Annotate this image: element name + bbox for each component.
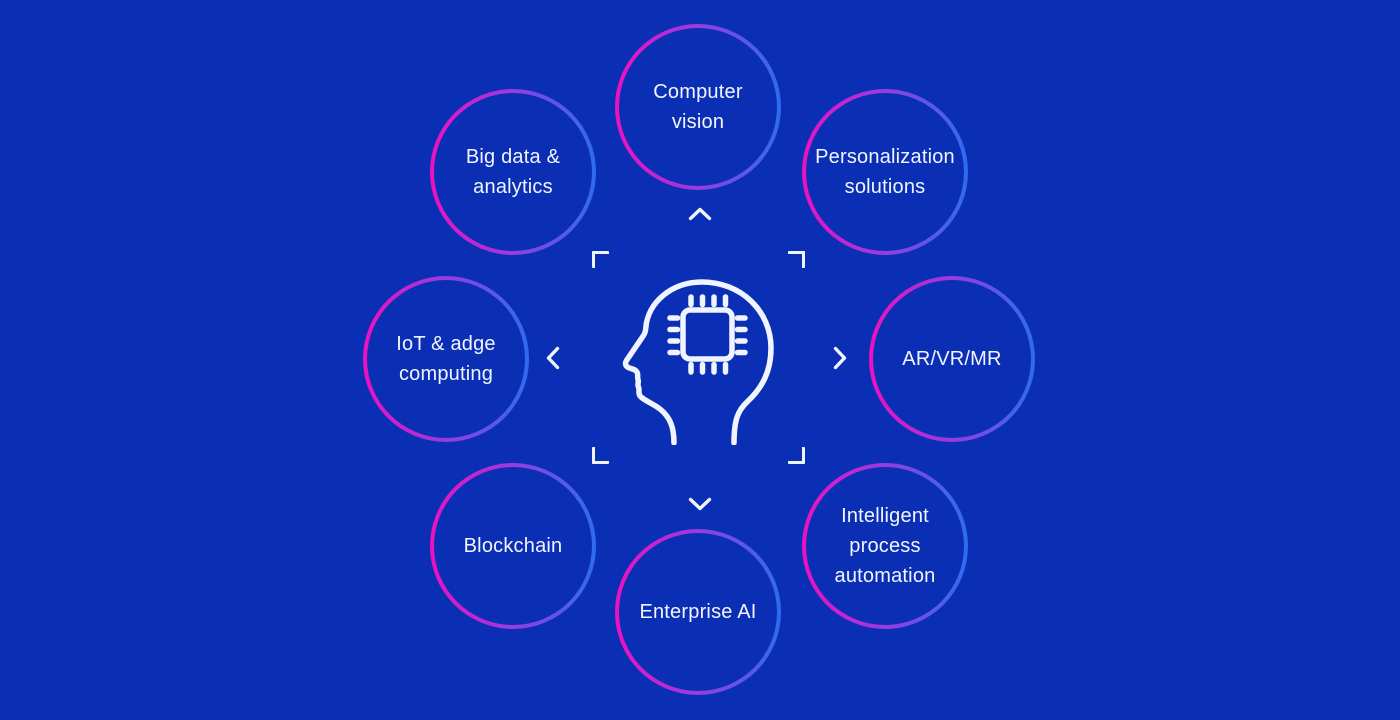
node-label: AR/VR/MR <box>902 348 1002 370</box>
chevron-up-icon <box>688 207 712 221</box>
node-inner: Big data & analytics <box>434 93 592 251</box>
node-iot-edge-computing: IoT & adge computing <box>363 276 529 442</box>
frame-corner-top-left-icon <box>592 251 609 268</box>
chevron-down-icon <box>688 497 712 511</box>
node-label: Computer vision <box>653 81 743 133</box>
node-inner: Computer vision <box>619 28 777 186</box>
frame-corner-bottom-right-icon <box>788 447 805 464</box>
node-inner: Intelligent process automation <box>806 467 964 625</box>
node-intelligent-process-automation: Intelligent process automation <box>802 463 968 629</box>
chevron-left-icon <box>546 346 560 370</box>
node-label: Intelligent process automation <box>834 505 936 587</box>
node-ar-vr-mr: AR/VR/MR <box>869 276 1035 442</box>
node-computer-vision: Computer vision <box>615 24 781 190</box>
ai-head-chip-icon <box>622 279 774 445</box>
node-inner: Enterprise AI <box>619 533 777 691</box>
focus-frame <box>592 251 805 464</box>
node-personalization-solutions: Personalization solutions <box>802 89 968 255</box>
node-blockchain: Blockchain <box>430 463 596 629</box>
node-label: IoT & adge computing <box>396 333 496 385</box>
chevron-right-icon <box>833 346 847 370</box>
node-label: Big data & analytics <box>465 146 561 198</box>
frame-corner-top-right-icon <box>788 251 805 268</box>
node-label: Enterprise AI <box>639 601 757 623</box>
node-label: Blockchain <box>463 535 563 557</box>
node-big-data-analytics: Big data & analytics <box>430 89 596 255</box>
frame-corner-bottom-left-icon <box>592 447 609 464</box>
node-inner: Personalization solutions <box>806 93 964 251</box>
node-inner: IoT & adge computing <box>367 280 525 438</box>
node-enterprise-ai: Enterprise AI <box>615 529 781 695</box>
node-label: Personalization solutions <box>815 146 955 198</box>
node-inner: Blockchain <box>434 467 592 625</box>
node-inner: AR/VR/MR <box>873 280 1031 438</box>
